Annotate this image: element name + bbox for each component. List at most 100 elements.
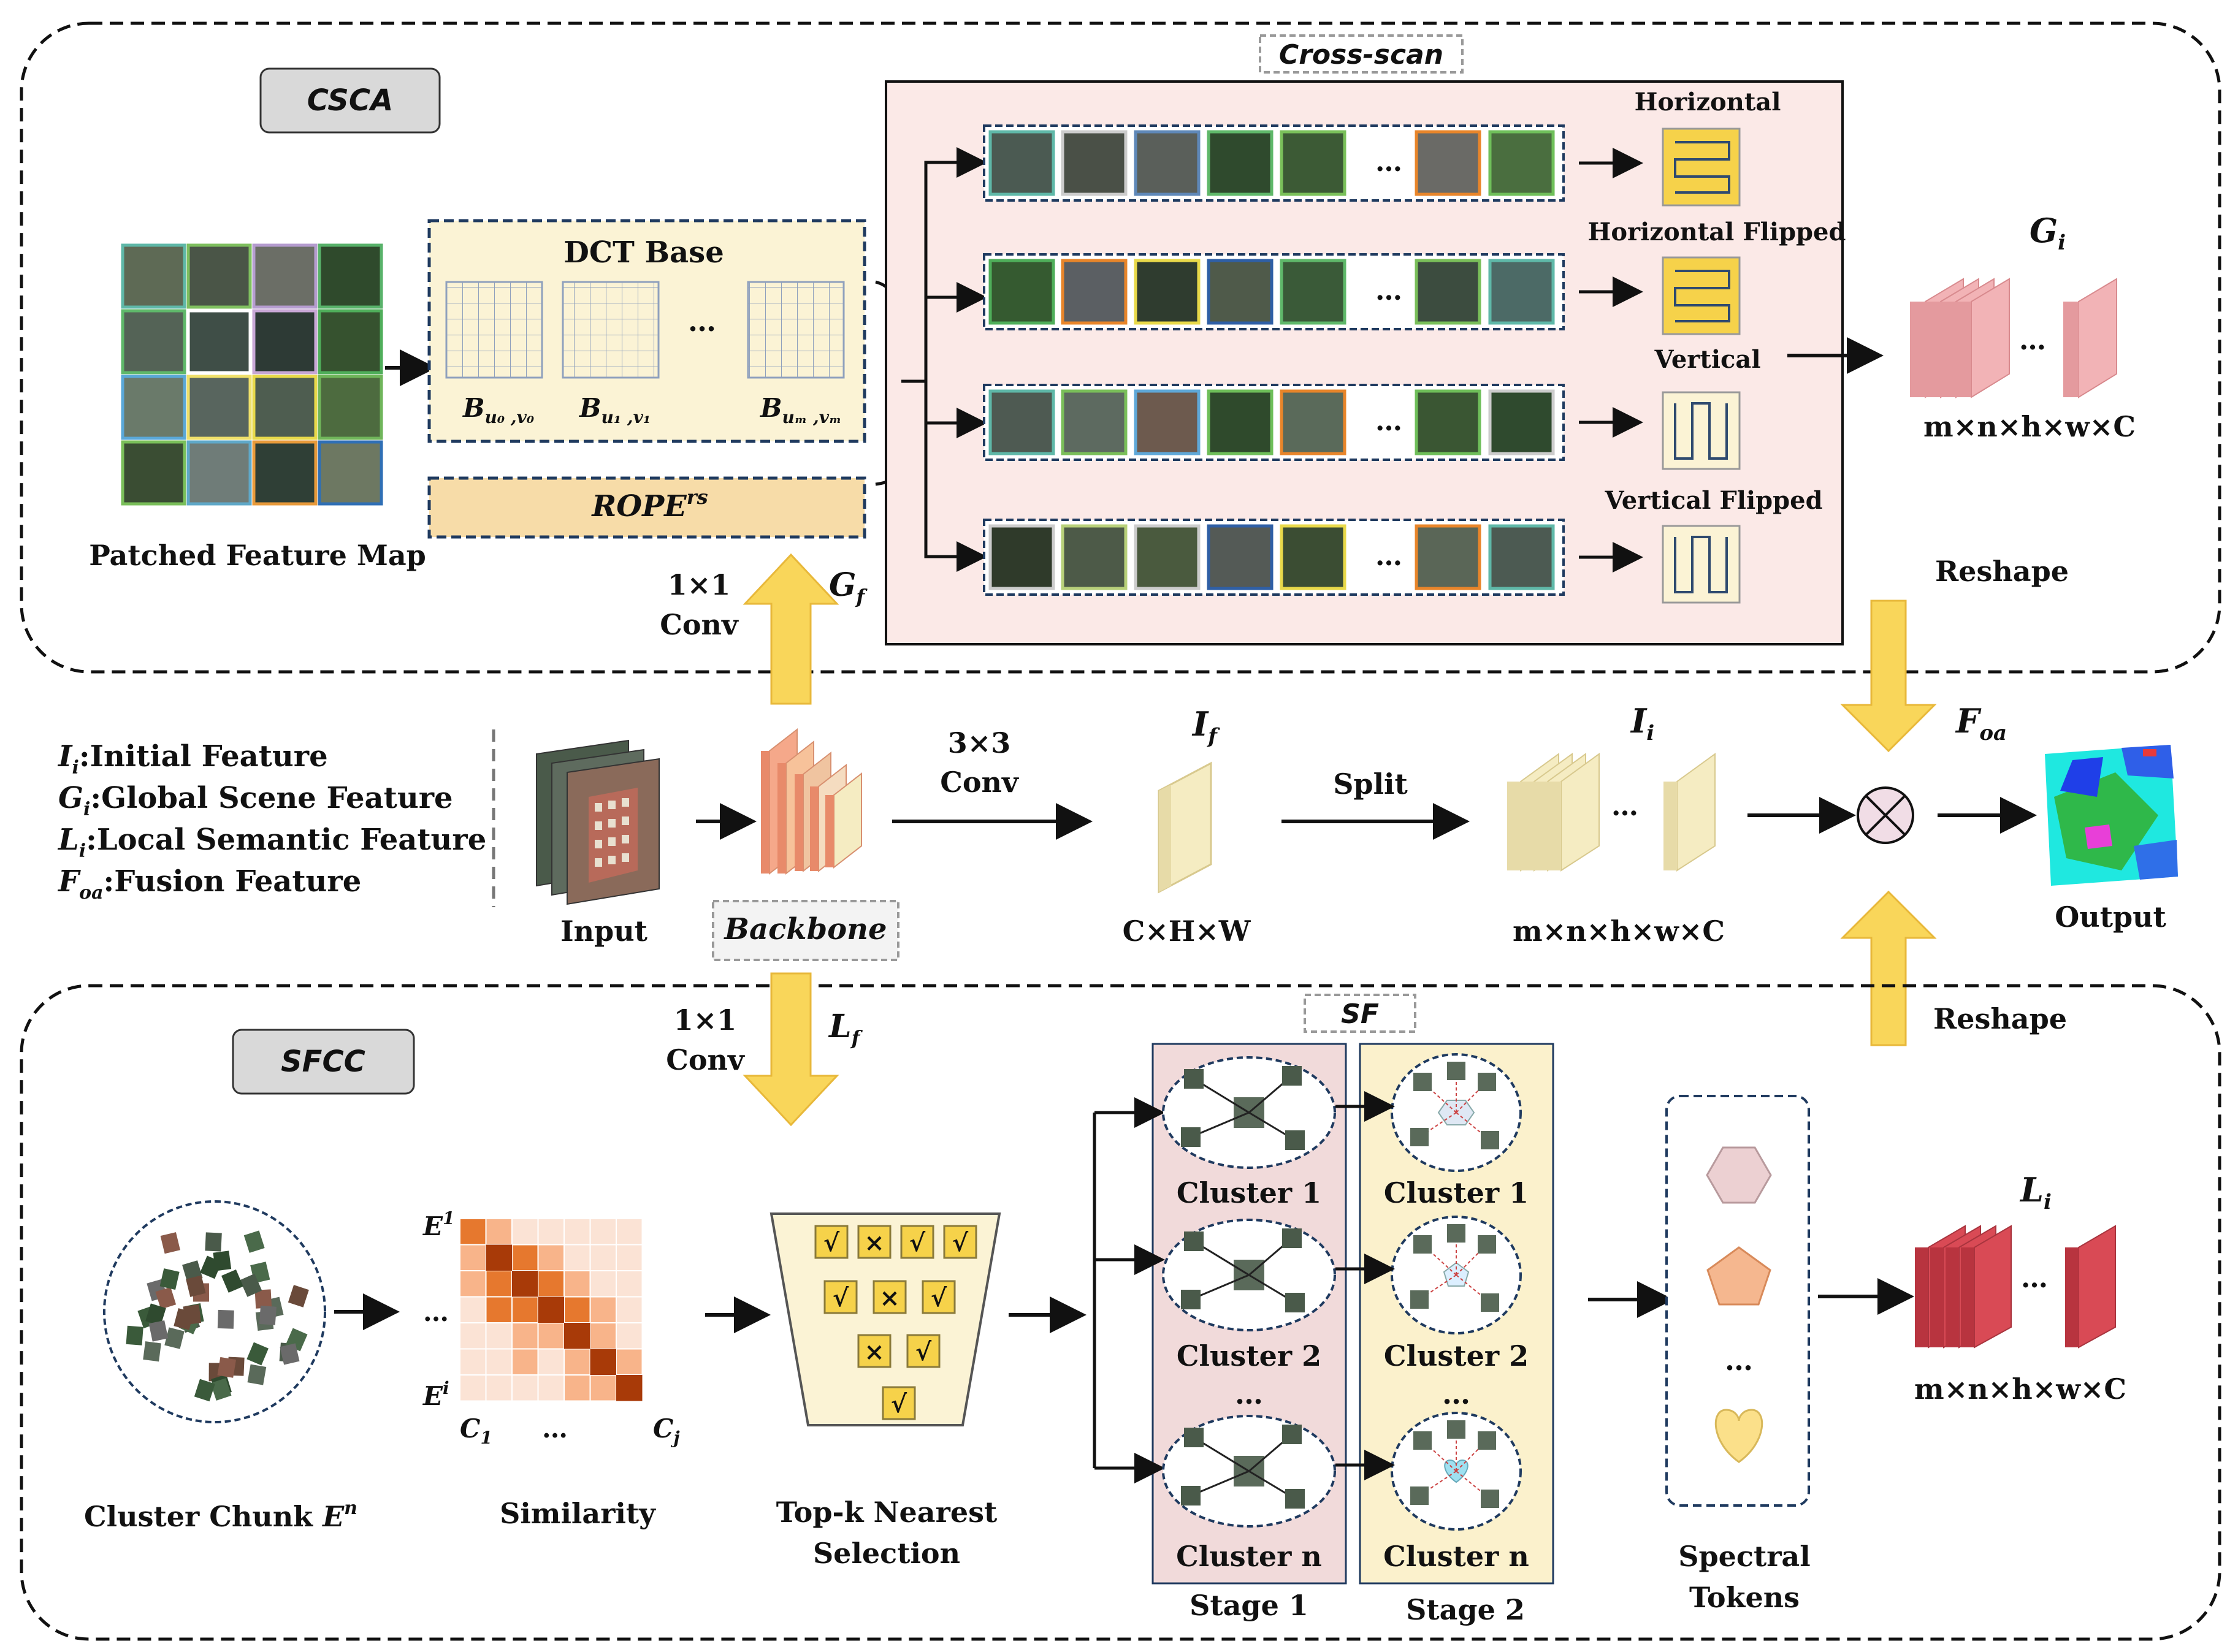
chunk-patch <box>240 1273 262 1297</box>
similarity-e1: E1 <box>422 1208 455 1241</box>
similarity-cell <box>589 1218 617 1246</box>
cluster-member-patch <box>1447 1224 1465 1243</box>
similarity-cell <box>537 1218 565 1246</box>
csca-tag: CSCA <box>259 67 441 134</box>
ii-slab-edge <box>1548 782 1561 870</box>
feature-patch <box>186 375 252 440</box>
ii-ellipsis: … <box>1611 791 1638 822</box>
cluster-chunk <box>103 1200 326 1423</box>
building-window <box>595 858 602 867</box>
scan-patch <box>1280 389 1346 455</box>
check-mark-tile <box>943 1225 977 1259</box>
sf-tag: SF <box>1304 994 1416 1033</box>
check-mark-tile <box>922 1280 956 1314</box>
similarity-cell <box>459 1348 487 1376</box>
feature-patch <box>318 375 383 440</box>
scan-patch <box>1488 389 1555 455</box>
csca-module-frame <box>20 21 2221 674</box>
stage1-cluster-label: Cluster 1 <box>1177 1176 1321 1209</box>
stage1-dots: … <box>1235 1377 1263 1410</box>
ii-label: Ii <box>1630 701 1654 745</box>
similarity-cell <box>563 1296 591 1323</box>
scan-patch <box>1061 130 1128 196</box>
cluster-member-patch <box>1184 1231 1204 1251</box>
cluster-edge <box>1422 1244 1457 1276</box>
gf-label: Gf <box>829 566 868 608</box>
similarity-cell <box>563 1270 591 1298</box>
topk-mark: √ <box>891 1390 907 1418</box>
dct-grid-2 <box>562 281 660 379</box>
scan-patch <box>1207 130 1274 196</box>
building-window <box>622 853 629 862</box>
svg-text:Backbone: Backbone <box>723 912 887 946</box>
chunk-patch <box>243 1230 265 1253</box>
if-label: If <box>1191 704 1220 748</box>
feature-patch <box>318 440 383 506</box>
token-heart <box>1714 1409 1763 1463</box>
svg-text:ROPErs: ROPErs <box>590 485 708 523</box>
cluster-edge <box>1422 1440 1457 1472</box>
similarity-cell <box>537 1270 565 1298</box>
cluster-member-patch <box>1282 1228 1302 1248</box>
similarity-cell <box>485 1322 513 1350</box>
similarity-cell <box>616 1218 643 1246</box>
similarity-cell <box>589 1322 617 1350</box>
similarity-cell <box>616 1270 643 1298</box>
cluster-member-patch <box>1413 1431 1432 1450</box>
scan-patch <box>1207 524 1274 590</box>
check-mark-tile <box>814 1225 849 1259</box>
scan-path <box>1674 402 1728 460</box>
cluster-member-patch <box>1181 1290 1201 1309</box>
building-window <box>622 835 629 843</box>
reshape-bottom-label: Reshape <box>1933 1002 2067 1035</box>
cluster-member-patch <box>1410 1128 1429 1146</box>
svg-text:Cross-scan: Cross-scan <box>1279 39 1443 70</box>
li-slab <box>2078 1225 2116 1349</box>
output-region-magenta <box>2085 824 2112 849</box>
cluster-chunk-label: Cluster Chunk En <box>84 1498 357 1533</box>
scan-patch <box>988 259 1055 325</box>
chunk-patch <box>148 1320 169 1342</box>
chunk-patch <box>246 1342 269 1366</box>
similarity-diagonal-cell <box>512 1271 538 1297</box>
topk-label-1: Top-k Nearest <box>776 1496 998 1529</box>
scan-patch <box>988 130 1055 196</box>
cluster-member-patch <box>1410 1486 1429 1505</box>
similarity-cell <box>511 1348 539 1376</box>
similarity-cj: Cj <box>653 1414 680 1448</box>
dct-grid-3 <box>747 281 845 379</box>
scan-patch <box>1280 524 1346 590</box>
spectral-label-1: Spectral <box>1678 1540 1810 1573</box>
similarity-cell <box>563 1218 591 1246</box>
chunk-patch <box>247 1364 267 1385</box>
similarity-cell <box>459 1270 487 1298</box>
similarity-diagonal-cell <box>564 1323 590 1349</box>
gi-slab-edge <box>1910 302 1925 397</box>
similarity-cell <box>485 1270 513 1298</box>
scan-path <box>1674 536 1728 593</box>
output-region-red <box>2143 749 2156 756</box>
feature-patch <box>121 309 186 375</box>
feature-patch <box>121 375 186 440</box>
feature-patch <box>252 243 318 309</box>
cross-mark-tile <box>857 1225 892 1259</box>
conv1-bottom-label-1: 1×1 <box>674 1003 737 1037</box>
chunk-patch <box>194 1379 215 1402</box>
similarity-diagonal-cell <box>590 1349 616 1375</box>
backbone-layer-edge <box>795 774 803 871</box>
chunk-patch <box>280 1343 300 1365</box>
scan-patch <box>1415 524 1481 590</box>
cluster-member-patch <box>1478 1073 1496 1091</box>
backbone-layer-edge <box>810 786 819 871</box>
scan-patch <box>1280 130 1346 196</box>
building-window <box>608 856 616 864</box>
li-slab-edge <box>1946 1247 1959 1347</box>
gi-feature-stack: … <box>1910 278 2117 398</box>
scan-patch <box>988 389 1055 455</box>
dct-base-box: DCT Base … Bu₀ ,v₀ Bu₁ ,v₁ Buₘ ,vₘ <box>427 219 866 443</box>
similarity-cell <box>459 1296 487 1323</box>
arrow-down-reshape-top <box>1840 600 1937 753</box>
feature-patch <box>121 243 186 309</box>
cluster-member-patch <box>1413 1073 1432 1091</box>
similarity-cell <box>485 1218 513 1246</box>
